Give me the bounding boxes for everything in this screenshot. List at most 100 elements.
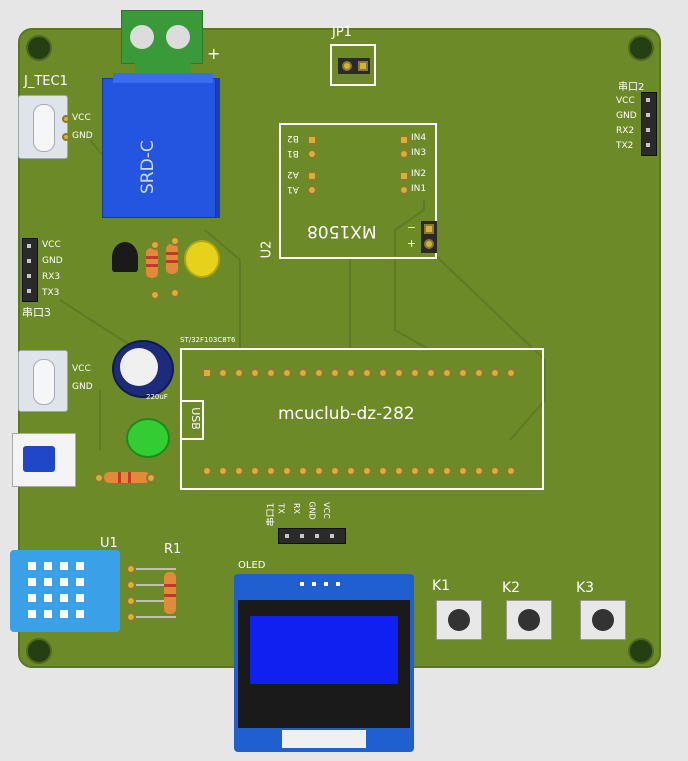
serial1-header	[278, 528, 346, 544]
pad	[346, 368, 356, 378]
pad	[202, 466, 212, 476]
serial1-pin-tx: TX	[276, 503, 286, 514]
pad	[506, 466, 516, 476]
pad	[170, 288, 180, 298]
serial3-pin-vcc: VCC	[42, 240, 61, 250]
j-tec1-pin-vcc: VCC	[72, 113, 91, 123]
button-cap-icon[interactable]	[448, 609, 470, 631]
serial1-pin-rx: RX	[292, 502, 302, 515]
oled-pins	[298, 580, 342, 588]
pad	[250, 466, 260, 476]
pad	[170, 236, 180, 246]
jp1-pad	[342, 61, 352, 71]
pad	[307, 185, 317, 195]
dht-leads	[136, 568, 180, 618]
resistor-r1	[164, 572, 176, 614]
pad	[399, 171, 409, 181]
u2-label: U2	[259, 240, 275, 259]
mounting-hole-top-left	[26, 35, 52, 61]
serial2-label: 串口2	[618, 82, 645, 93]
pad	[458, 368, 468, 378]
k1-label: K1	[432, 578, 451, 594]
pad	[150, 290, 160, 300]
key-k2[interactable]	[506, 600, 552, 640]
pad	[474, 466, 484, 476]
serial2-header	[641, 92, 657, 156]
driver-pin-in4: IN4	[411, 133, 427, 143]
usb-port-icon	[33, 104, 55, 152]
driver-power-plus: +	[407, 237, 417, 250]
pad	[126, 580, 136, 590]
serial1-pin-vcc: VCC	[321, 502, 331, 519]
key-k3[interactable]	[580, 600, 626, 640]
pad	[202, 368, 212, 378]
u1-label: U1	[100, 536, 118, 551]
pad	[298, 466, 308, 476]
pad	[378, 466, 388, 476]
driver-pin-in3: IN3	[411, 148, 427, 158]
pad	[307, 149, 317, 159]
pad	[266, 466, 276, 476]
serial3-pin-rx3: RX3	[42, 272, 61, 282]
serial2-pin-vcc: VCC	[616, 96, 635, 106]
pad	[234, 368, 244, 378]
resistor	[146, 248, 158, 278]
k3-label: K3	[576, 580, 595, 596]
pad	[62, 133, 70, 141]
electrolytic-capacitor	[112, 340, 174, 398]
relay-top-edge	[113, 73, 213, 83]
relay-srd-c: SRD-C	[102, 73, 216, 218]
screw-icon	[130, 25, 154, 49]
j-tec1-label: J_TEC1	[24, 74, 68, 89]
button-cap-icon[interactable]	[592, 609, 614, 631]
pad	[150, 240, 160, 250]
driver-pin-in2: IN2	[411, 169, 427, 179]
pad	[442, 368, 452, 378]
pad	[94, 473, 104, 483]
pad	[330, 466, 340, 476]
pad	[126, 612, 136, 622]
serial1-pin-gnd: GND	[307, 501, 317, 520]
pad	[458, 466, 468, 476]
usb-power-pin-vcc: VCC	[72, 364, 91, 374]
oled-bezel	[238, 600, 410, 728]
driver-pin-in1: IN1	[411, 184, 427, 194]
pad	[378, 368, 388, 378]
dht-sensor	[10, 550, 120, 632]
serial3-header	[22, 238, 38, 302]
key-k1[interactable]	[436, 600, 482, 640]
driver-power-header	[421, 221, 437, 253]
mcu-header-label: ST/32F103C8T6	[180, 336, 236, 344]
pad	[362, 368, 372, 378]
button-cap-icon[interactable]	[518, 609, 540, 631]
pad	[346, 466, 356, 476]
pad	[282, 368, 292, 378]
jp1-label: JP1	[332, 25, 352, 40]
driver-pin-b1: B1	[287, 148, 299, 158]
pad	[442, 466, 452, 476]
resistor	[166, 244, 178, 274]
switch-lever[interactable]	[23, 446, 55, 472]
serial3-pin-tx3: TX3	[42, 288, 60, 298]
pad	[506, 368, 516, 378]
power-switch[interactable]	[12, 433, 76, 487]
pad	[250, 368, 260, 378]
terminal-plus-label: +	[207, 44, 221, 63]
oled-module	[234, 574, 414, 752]
pad	[234, 466, 244, 476]
pad	[307, 135, 317, 145]
pad	[146, 473, 156, 483]
pad	[314, 466, 324, 476]
oled-label: OLED	[238, 560, 266, 571]
oled-screen	[250, 616, 398, 684]
driver-power-minus: −	[407, 221, 417, 234]
pad	[410, 368, 420, 378]
mounting-hole-bottom-left	[26, 638, 52, 664]
pad	[298, 368, 308, 378]
transistor	[112, 242, 138, 272]
pad	[126, 596, 136, 606]
mx1508-label: MX1508	[307, 221, 377, 241]
pad	[474, 368, 484, 378]
mx1508-driver-outline: MX1508 B2 B1 A2 A1 IN4 IN3 IN2 IN1 − +	[279, 123, 437, 259]
j-tec1-pin-gnd: GND	[72, 131, 93, 141]
